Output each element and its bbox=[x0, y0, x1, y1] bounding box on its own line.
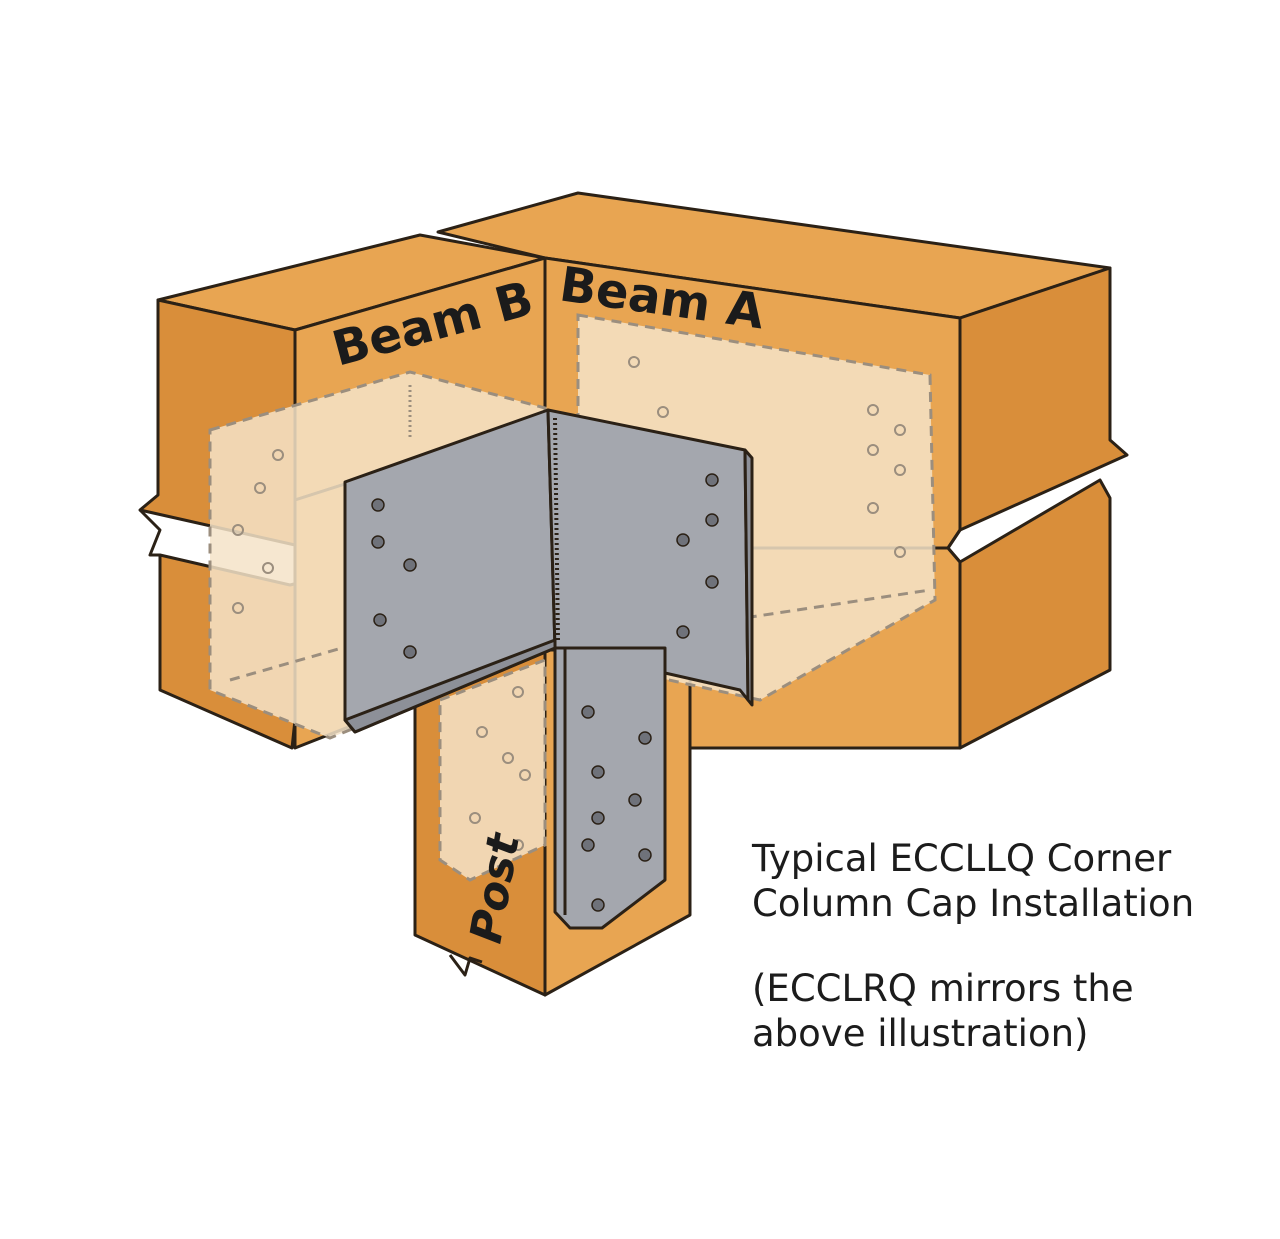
beam-a-end-lower bbox=[958, 478, 1112, 750]
cap-nail-holes bbox=[371, 473, 719, 912]
caption-title: Typical ECCLLQ Corner Column Cap Install… bbox=[752, 836, 1194, 926]
caption-line-2: Column Cap Installation bbox=[752, 882, 1195, 925]
cap-post-strap bbox=[553, 646, 667, 930]
beam-a-end-upper bbox=[958, 266, 1129, 532]
caption-note: (ECCLRQ mirrors the above illustration) bbox=[752, 966, 1134, 1056]
cap-left-lip bbox=[343, 638, 557, 734]
beam-a-break-line bbox=[946, 529, 962, 563]
hidden-nail-holes bbox=[232, 356, 906, 851]
caption-note-line-2: above illustration) bbox=[752, 1012, 1089, 1055]
beam-b-break-line bbox=[138, 508, 162, 557]
cap-bend-serration bbox=[553, 417, 560, 641]
cap-right-flange bbox=[546, 408, 750, 702]
caption-note-line-1: (ECCLRQ mirrors the bbox=[752, 967, 1134, 1010]
cap-right-lip bbox=[743, 448, 754, 707]
caption-line-1: Typical ECCLLQ Corner bbox=[752, 837, 1172, 880]
hidden-plate-post bbox=[438, 657, 547, 882]
column-cap bbox=[343, 408, 754, 930]
post-break-line bbox=[448, 954, 483, 977]
